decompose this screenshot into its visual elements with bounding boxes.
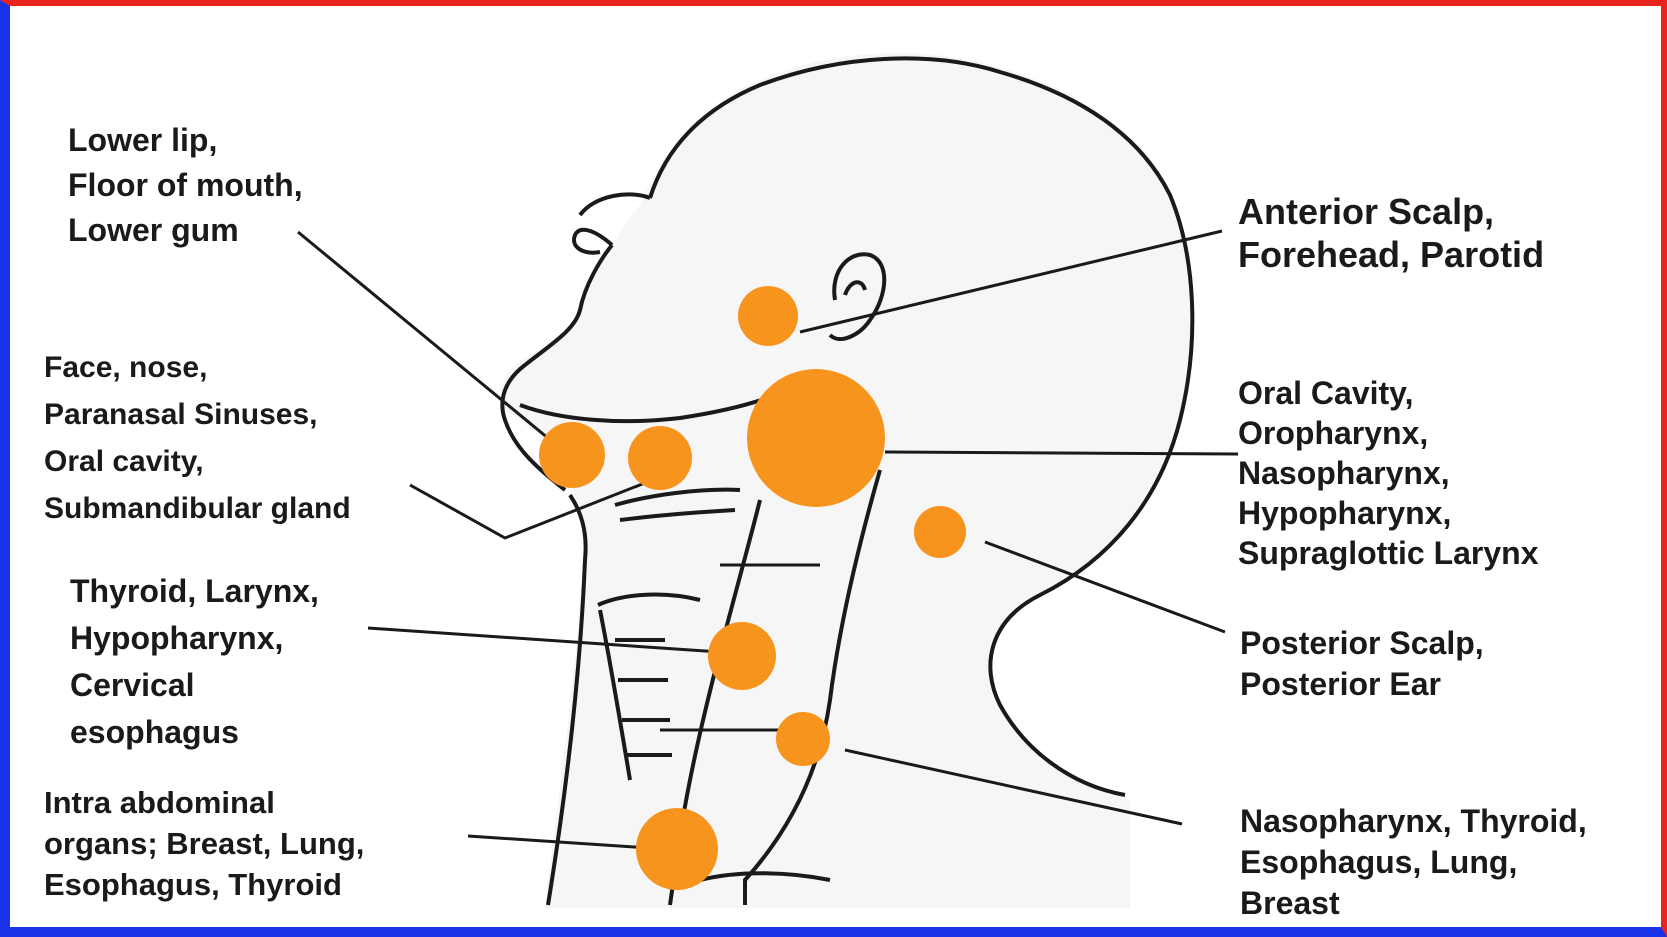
leader-oral-cavity bbox=[885, 452, 1238, 454]
label-line: organs; Breast, Lung, bbox=[44, 823, 364, 864]
label-thyroid-group: Thyroid, Larynx, Hypopharynx, Cervical e… bbox=[70, 568, 319, 756]
node-parotid bbox=[738, 286, 798, 346]
node-posterior-scalp bbox=[914, 506, 966, 558]
label-line: Supraglottic Larynx bbox=[1238, 533, 1539, 573]
label-line: Paranasal Sinuses, bbox=[44, 391, 351, 438]
label-line: Lower lip, bbox=[68, 118, 303, 163]
label-line: Oropharynx, bbox=[1238, 413, 1539, 453]
label-line: Lower gum bbox=[68, 208, 303, 253]
label-line: Esophagus, Thyroid bbox=[44, 864, 364, 905]
label-line: Oral cavity, bbox=[44, 438, 351, 485]
label-line: Breast bbox=[1240, 883, 1587, 924]
label-line: Submandibular gland bbox=[44, 485, 351, 532]
label-face-group: Face, nose, Paranasal Sinuses, Oral cavi… bbox=[44, 344, 351, 532]
label-posterior-scalp-group: Posterior Scalp, Posterior Ear bbox=[1240, 623, 1484, 705]
label-line: Oral Cavity, bbox=[1238, 373, 1539, 413]
label-line: Anterior Scalp, bbox=[1238, 190, 1544, 233]
label-line: Floor of mouth, bbox=[68, 163, 303, 208]
node-lower-jugular bbox=[776, 712, 830, 766]
node-supraclavicular bbox=[636, 808, 718, 890]
label-oral-cavity-group: Oral Cavity, Oropharynx, Nasopharynx, Hy… bbox=[1238, 373, 1539, 573]
label-line: Posterior Ear bbox=[1240, 664, 1484, 705]
label-line: Thyroid, Larynx, bbox=[70, 568, 319, 615]
label-nasopharynx-group: Nasopharynx, Thyroid, Esophagus, Lung, B… bbox=[1240, 801, 1587, 924]
label-line: esophagus bbox=[70, 709, 319, 756]
label-line: Forehead, Parotid bbox=[1238, 233, 1544, 276]
label-line: Nasopharynx, Thyroid, bbox=[1240, 801, 1587, 842]
node-jugulodigastric bbox=[747, 369, 885, 507]
label-line: Hypopharynx, bbox=[1238, 493, 1539, 533]
label-line: Cervical bbox=[70, 662, 319, 709]
node-submandibular bbox=[628, 426, 692, 490]
label-abdominal-group: Intra abdominal organs; Breast, Lung, Es… bbox=[44, 782, 364, 905]
label-lower-lip-group: Lower lip, Floor of mouth, Lower gum bbox=[68, 118, 303, 253]
node-submental bbox=[539, 422, 605, 488]
node-mid-jugular bbox=[708, 622, 776, 690]
label-line: Nasopharynx, bbox=[1238, 453, 1539, 493]
label-anterior-scalp-group: Anterior Scalp, Forehead, Parotid bbox=[1238, 190, 1544, 276]
label-line: Intra abdominal bbox=[44, 782, 364, 823]
label-line: Esophagus, Lung, bbox=[1240, 842, 1587, 883]
label-line: Hypopharynx, bbox=[70, 615, 319, 662]
label-line: Posterior Scalp, bbox=[1240, 623, 1484, 664]
label-line: Face, nose, bbox=[44, 344, 351, 391]
